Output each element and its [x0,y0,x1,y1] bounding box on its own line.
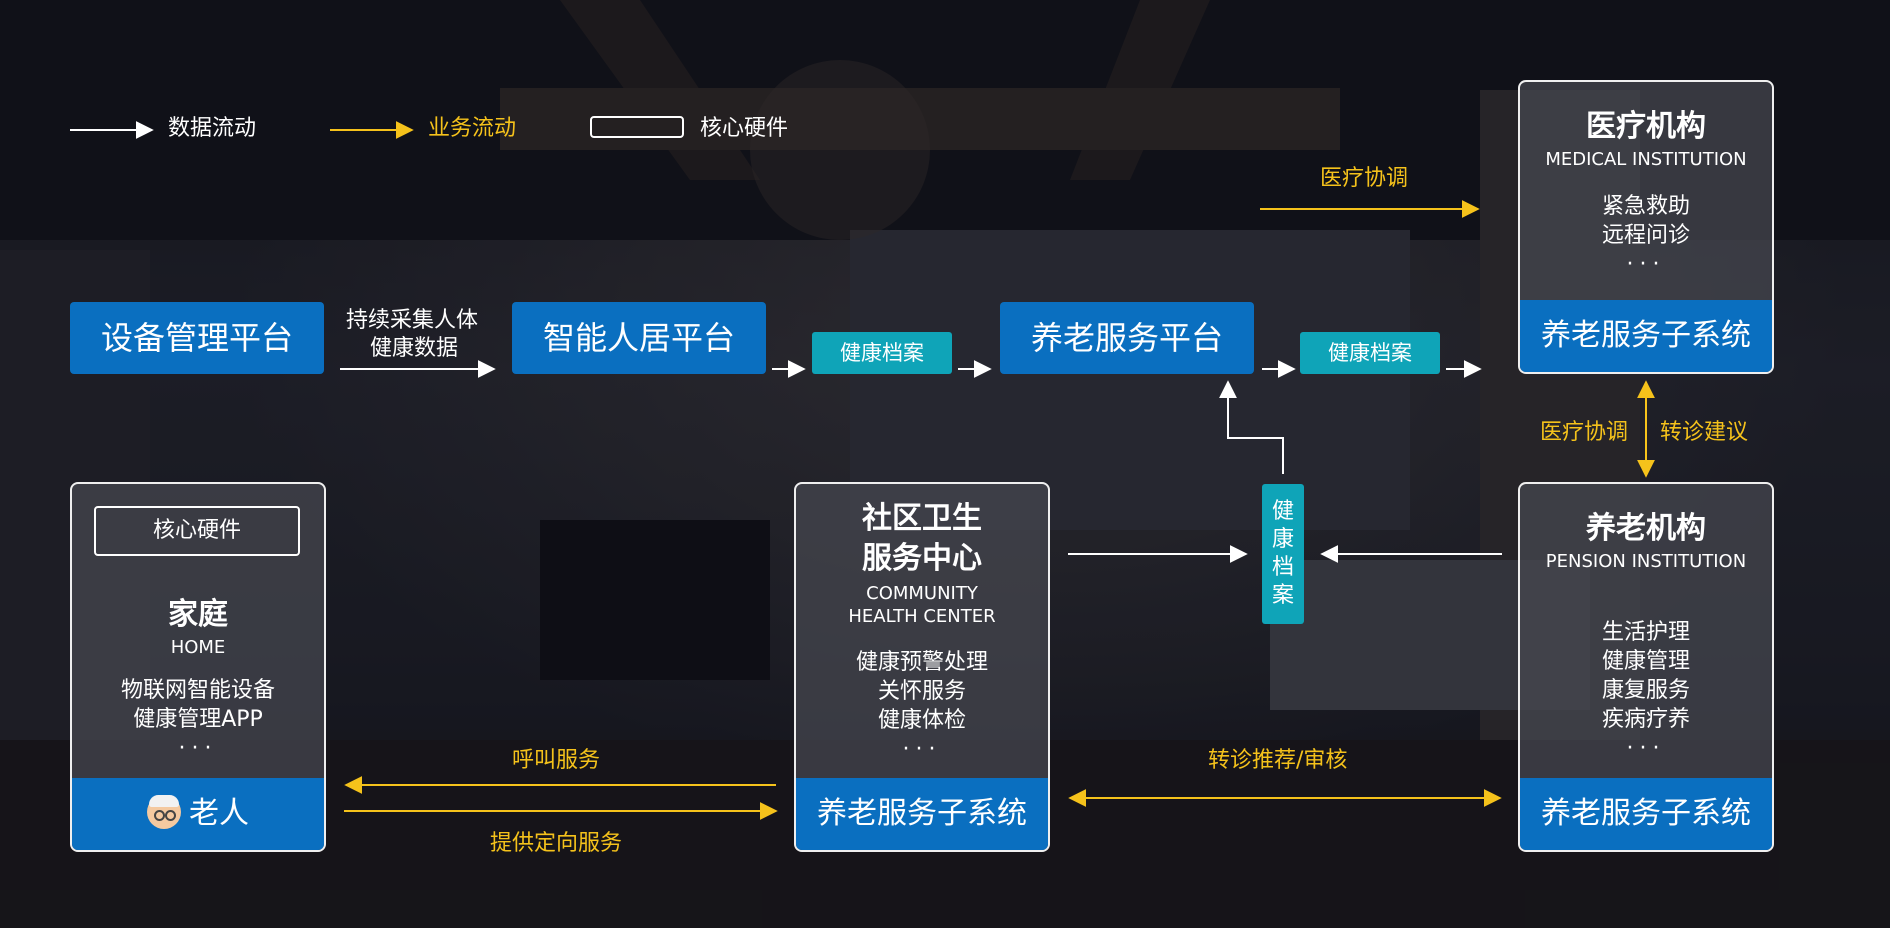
pension-footer: 养老服务子系统 [1520,778,1772,850]
community-item-care: 关怀服务 [877,679,966,704]
elderly-avatar-icon [147,795,181,829]
home-title: 家庭 [168,597,228,632]
home-item-iot: 物联网智能设备 [120,678,275,703]
legend-data-flow: 数据流动 [168,116,257,141]
health-record-tag-1: 健康档案 [812,332,952,374]
medical-footer: 养老服务子系统 [1520,300,1772,372]
medical-institution-card: 医疗机构 MEDICAL INSTITUTION 紧急救助 远程问诊 ··· 养… [1518,80,1774,374]
medical-item-emergency: 紧急救助 [1601,194,1690,219]
elder-service-platform: 养老服务平台 [1000,302,1254,374]
pension-item-health-mgmt: 健康管理 [1601,649,1690,674]
pension-item-recuperation: 疾病疗养 [1601,707,1690,732]
arrow-vrecord-to-elderplatform [1219,380,1284,474]
home-subtitle: HOME [170,637,226,658]
health-record-tag-2: 健康档案 [1300,332,1440,374]
pension-subtitle: PENSION INSTITUTION [1545,551,1747,572]
community-footer: 养老服务子系统 [796,778,1048,850]
device-management-platform: 设备管理平台 [70,302,324,374]
legend-core-hardware-swatch [590,116,684,138]
pension-item-living-care: 生活护理 [1601,620,1690,645]
medical-more-dots: ··· [1626,252,1666,277]
referral-advice-label: 转诊建议 [1660,420,1749,445]
pension-institution-card: 养老机构 PENSION INSTITUTION 生活护理 健康管理 康复服务 … [1518,482,1774,852]
medical-coord-label-side: 医疗协调 [1540,420,1629,445]
collect-data-label-line1: 持续采集人体 [346,308,479,333]
pension-title: 养老机构 [1586,511,1706,546]
home-footer: 老人 [72,778,324,850]
medical-subtitle: MEDICAL INSTITUTION [1545,149,1747,170]
health-record-tag-vertical: 健康档案 [1262,484,1304,624]
pension-more-dots: ··· [1626,736,1666,761]
community-item-checkup: 健康体检 [877,708,966,733]
home-items: 物联网智能设备 健康管理APP ··· [72,676,324,763]
core-hardware-box: 核心硬件 [94,506,300,556]
community-subtitle-line2: HEALTH CENTER [848,606,996,627]
elder-label: 老人 [189,796,249,831]
home-item-app: 健康管理APP [133,707,263,732]
directed-service-label: 提供定向服务 [490,831,623,856]
community-health-center-card: 社区卫生 服务中心 COMMUNITY HEALTH CENTER 健康预警处理… [794,482,1050,852]
community-item-alert: 健康预警处理 [855,650,988,675]
legend-business-flow: 业务流动 [428,116,517,141]
collect-data-label-line2: 健康数据 [370,336,459,361]
community-items: 健康预警处理 关怀服务 健康体检 ··· [796,648,1048,764]
medical-title: 医疗机构 [1586,109,1706,144]
medical-coord-label-top: 医疗协调 [1320,166,1409,191]
home-card: 核心硬件 家庭 HOME 物联网智能设备 健康管理APP ··· 老人 [70,482,326,852]
community-more-dots: ··· [902,737,942,762]
smart-home-platform: 智能人居平台 [512,302,766,374]
call-service-label: 呼叫服务 [512,748,601,773]
pension-items: 生活护理 健康管理 康复服务 疾病疗养 ··· [1520,618,1772,763]
pension-item-rehab: 康复服务 [1601,678,1690,703]
community-title-line2: 服务中心 [862,541,982,576]
community-subtitle-line1: COMMUNITY [866,583,978,604]
medical-item-remote: 远程问诊 [1601,223,1690,248]
legend-core-hardware: 核心硬件 [700,116,789,141]
medical-items: 紧急救助 远程问诊 ··· [1520,192,1772,279]
community-title-line1: 社区卫生 [862,501,982,536]
referral-review-label: 转诊推荐/审核 [1208,748,1348,773]
home-more-dots: ··· [178,736,218,761]
